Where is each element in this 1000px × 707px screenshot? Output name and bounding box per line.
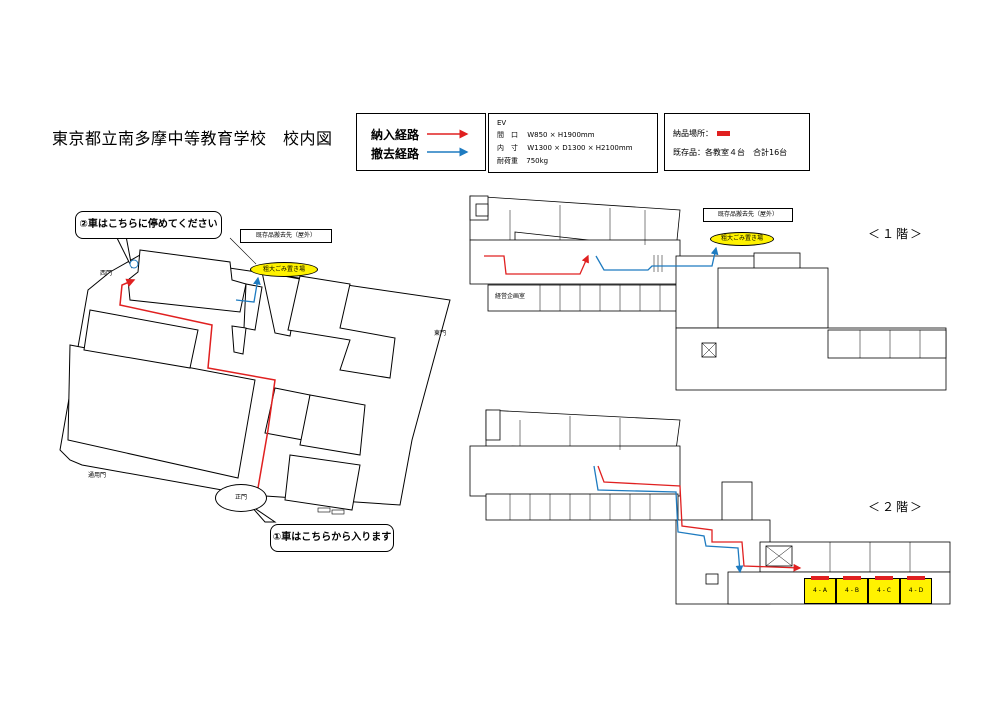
ev-capacity-value: 750kg [526,157,549,165]
f1-removal-route [595,246,719,271]
classroom-4a: 4 - A [804,576,836,604]
f1-garbage: 粗大ごみ置き場 [710,232,774,246]
callout-enter: ①車はこちらから入ります [270,524,394,552]
legend-removal-label: 撤去経路 [371,147,420,161]
ev-capacity-label: 耐荷重 [497,157,518,165]
legend-removal: 撤去経路 [371,145,419,162]
floor2-label: ＜２階＞ [868,500,925,514]
building-wing [231,325,247,355]
building-east [287,275,396,379]
classroom-label: 4 - B [845,587,859,594]
ev-inner: 内 寸 W1300 × D1300 × H2100mm [497,144,633,152]
delivery-marker [843,576,861,580]
west-gate-marker [129,259,139,269]
existing-items: 既存品：各教室４台 合計16台 [673,148,788,157]
floor1-label: ＜１階＞ [868,227,925,241]
f1-east-row [827,329,947,359]
f2-main-block [469,445,681,497]
f2-delivery-route [597,465,802,572]
classroom-4b: 4 - B [836,576,868,604]
classroom-4c: 4 - C [868,576,900,604]
page-title: 東京都立南多摩中等教育学校 校内図 [52,129,333,148]
ev-heading: EV [497,119,507,127]
site-delivery-route [119,278,276,489]
parking-mark [331,509,345,515]
classroom-label: 4 - A [813,587,827,594]
f2-stair-west [705,573,719,585]
ev-capacity: 耐荷重 750kg [497,156,548,167]
f1-office-row [487,284,679,312]
delivery-marker [875,576,893,580]
route-legend: 納入経路 撤去経路 [356,113,486,171]
classroom-4d: 4 - D [900,576,932,604]
main-gate: 正門 [215,484,267,512]
building-south [284,454,361,511]
building-west [83,309,199,369]
building-main [127,249,247,313]
parking-mark [317,507,331,513]
site-removal-route [235,276,261,303]
f2-north-wing [485,409,681,451]
legend-delivery: 納入経路 [371,126,419,143]
delivery-place-swatch [717,131,730,136]
f2-corridor-row [485,493,679,521]
building-gym [67,344,256,479]
building-south-east [299,394,366,456]
classroom-label: 4 - D [908,587,924,594]
west-gate-label: 西門 [100,270,113,277]
delivery-place: 納品場所： [673,128,730,139]
delivery-marker [811,576,829,580]
side-gate-label: 通用門 [88,472,107,479]
f1-disposal-note: 既存品搬去先（屋外） [703,208,793,222]
east-gate-label: 東門 [434,330,447,337]
callout-park: ②車はこちらに停めてください [75,211,222,239]
ev-opening: 間 口 W850 × H1900mm [497,131,595,139]
f2-removal-route [593,465,744,574]
delivery-place-label: 納品場所： [673,129,713,138]
delivery-marker [907,576,925,580]
f1-east-hall [717,267,829,329]
f1-delivery-route [484,254,589,275]
legend-arrows [427,129,469,157]
site-garbage: 粗大ごみ置き場 [250,262,318,277]
delivery-info-box: 納品場所： 既存品：各教室４台 合計16台 [664,113,810,171]
f2-tower [485,409,501,441]
site-disposal-note: 既存品搬去先（屋外） [240,229,332,243]
f1-room-label: 経営企画室 [494,293,525,300]
elevator-spec-box: EV 間 口 W850 × H1900mm 内 寸 W1300 × D1300 … [488,113,658,173]
classroom-label: 4 - C [877,587,891,594]
legend-delivery-label: 納入経路 [371,128,420,142]
